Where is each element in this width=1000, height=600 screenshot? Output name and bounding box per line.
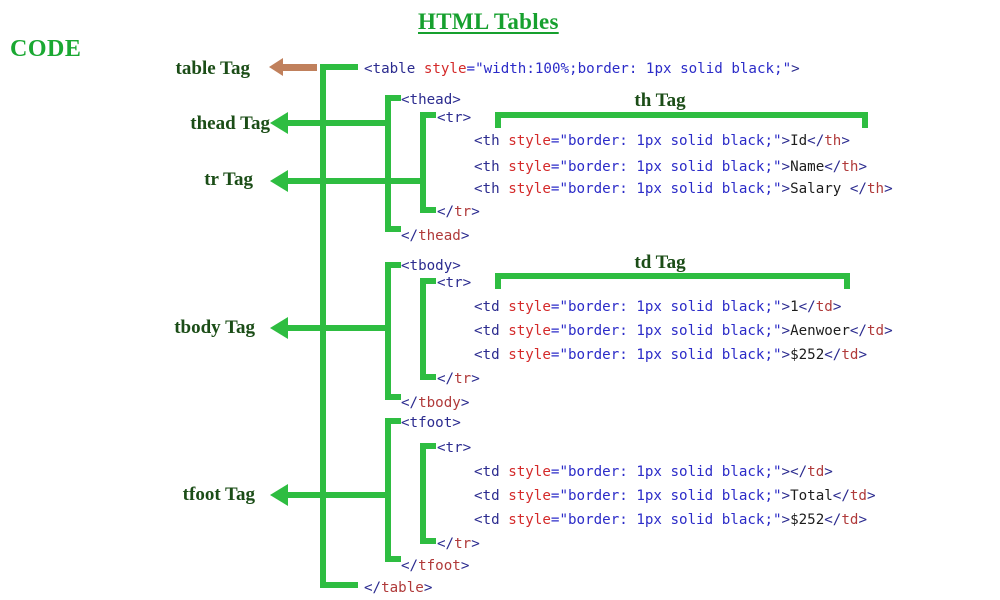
tfoot-tr-bracket-bottom [420,538,436,544]
tfoot-bracket-top [385,418,401,424]
th-bracket-right-stub [862,112,868,128]
code-line-thead-close: </thead> [401,228,470,244]
table-arrow-shaft [283,64,317,71]
code-line-tr-close-1: </tr> [437,204,480,220]
td-bracket-left-stub [495,273,501,289]
thead-tr-bracket-spine [420,112,426,213]
code-line-th-name: <th style="border: 1px solid black;">Nam… [474,159,867,175]
thead-bracket-bottom [385,226,401,232]
tbody-tr-bracket-top [420,278,436,284]
annotation-label-tbody-tag: tbody Tag [174,317,255,338]
code-line-td-total: <td style="border: 1px solid black;">Tot… [474,488,876,504]
th-bracket-top [495,112,868,118]
tbody-bracket-bottom [385,394,401,400]
code-line-table-open: <table style="width:100%;border: 1px sol… [364,61,800,77]
code-line-th-id: <th style="border: 1px solid black;">Id<… [474,133,850,149]
thead-tr-bracket-top [420,112,436,118]
code-line-th-salary: <th style="border: 1px solid black;">Sal… [474,181,893,197]
tfoot-arrow-shaft [288,492,388,498]
tbody-tr-bracket-spine [420,278,426,380]
annotation-label-thead-tag: thead Tag [190,113,270,134]
code-line-tfoot-close: </tfoot> [401,558,470,574]
thead-bracket-spine [385,95,391,232]
tfoot-tr-bracket-top [420,443,436,449]
tbody-arrow-shaft [288,325,388,331]
page-title: HTML Tables [418,9,559,34]
tfoot-bracket-spine [385,418,391,562]
tfoot-bracket-bottom [385,556,401,562]
td-bracket-right-stub [844,273,850,289]
tbody-tr-bracket-bottom [420,374,436,380]
code-line-tr-open-1: <tr> [437,110,472,126]
code-line-td-empty: <td style="border: 1px solid black;"></t… [474,464,833,480]
code-line-tbody-close: </tbody> [401,395,470,411]
code-line-tr-close-2: </tr> [437,371,480,387]
code-line-td-252-foot: <td style="border: 1px solid black;">$25… [474,512,867,528]
code-line-tr-close-3: </tr> [437,536,480,552]
annotation-label-tr-tag: tr Tag [204,169,253,190]
code-line-tfoot-open: <tfoot> [401,415,461,431]
code-section-label: CODE [10,36,82,62]
thead-tr-bracket-bottom [420,207,436,213]
thead-arrow-shaft [288,120,388,126]
code-line-tr-open-3: <tr> [437,440,472,456]
code-line-table-close: </table> [364,580,433,596]
thead-bracket-top [385,95,401,101]
annotation-label-th-tag: th Tag [634,90,686,111]
tfoot-arrow-head [270,484,288,506]
code-line-tbody-open: <tbody> [401,258,461,274]
tbody-bracket-spine [385,262,391,400]
table-arrow-head [269,58,283,76]
table-bracket-bottom [320,582,358,588]
code-line-td-1: <td style="border: 1px solid black;">1</… [474,299,842,315]
annotation-label-tfoot-tag: tfoot Tag [182,484,255,505]
td-bracket-top [495,273,850,279]
code-line-tr-open-2: <tr> [437,275,472,291]
tfoot-tr-bracket-spine [420,443,426,544]
annotation-label-td-tag: td Tag [634,252,686,273]
code-line-thead-open: <thead> [401,92,461,108]
annotation-label-table-tag: table Tag [175,58,250,79]
th-bracket-left-stub [495,112,501,128]
code-line-td-aenwoer: <td style="border: 1px solid black;">Aen… [474,323,893,339]
table-bracket-top [320,64,358,70]
tbody-bracket-top [385,262,401,268]
tbody-arrow-head [270,317,288,339]
code-line-td-252: <td style="border: 1px solid black;">$25… [474,347,867,363]
thead-arrow-head [270,112,288,134]
tr-arrow-shaft [288,178,423,184]
tr-arrow-head [270,170,288,192]
